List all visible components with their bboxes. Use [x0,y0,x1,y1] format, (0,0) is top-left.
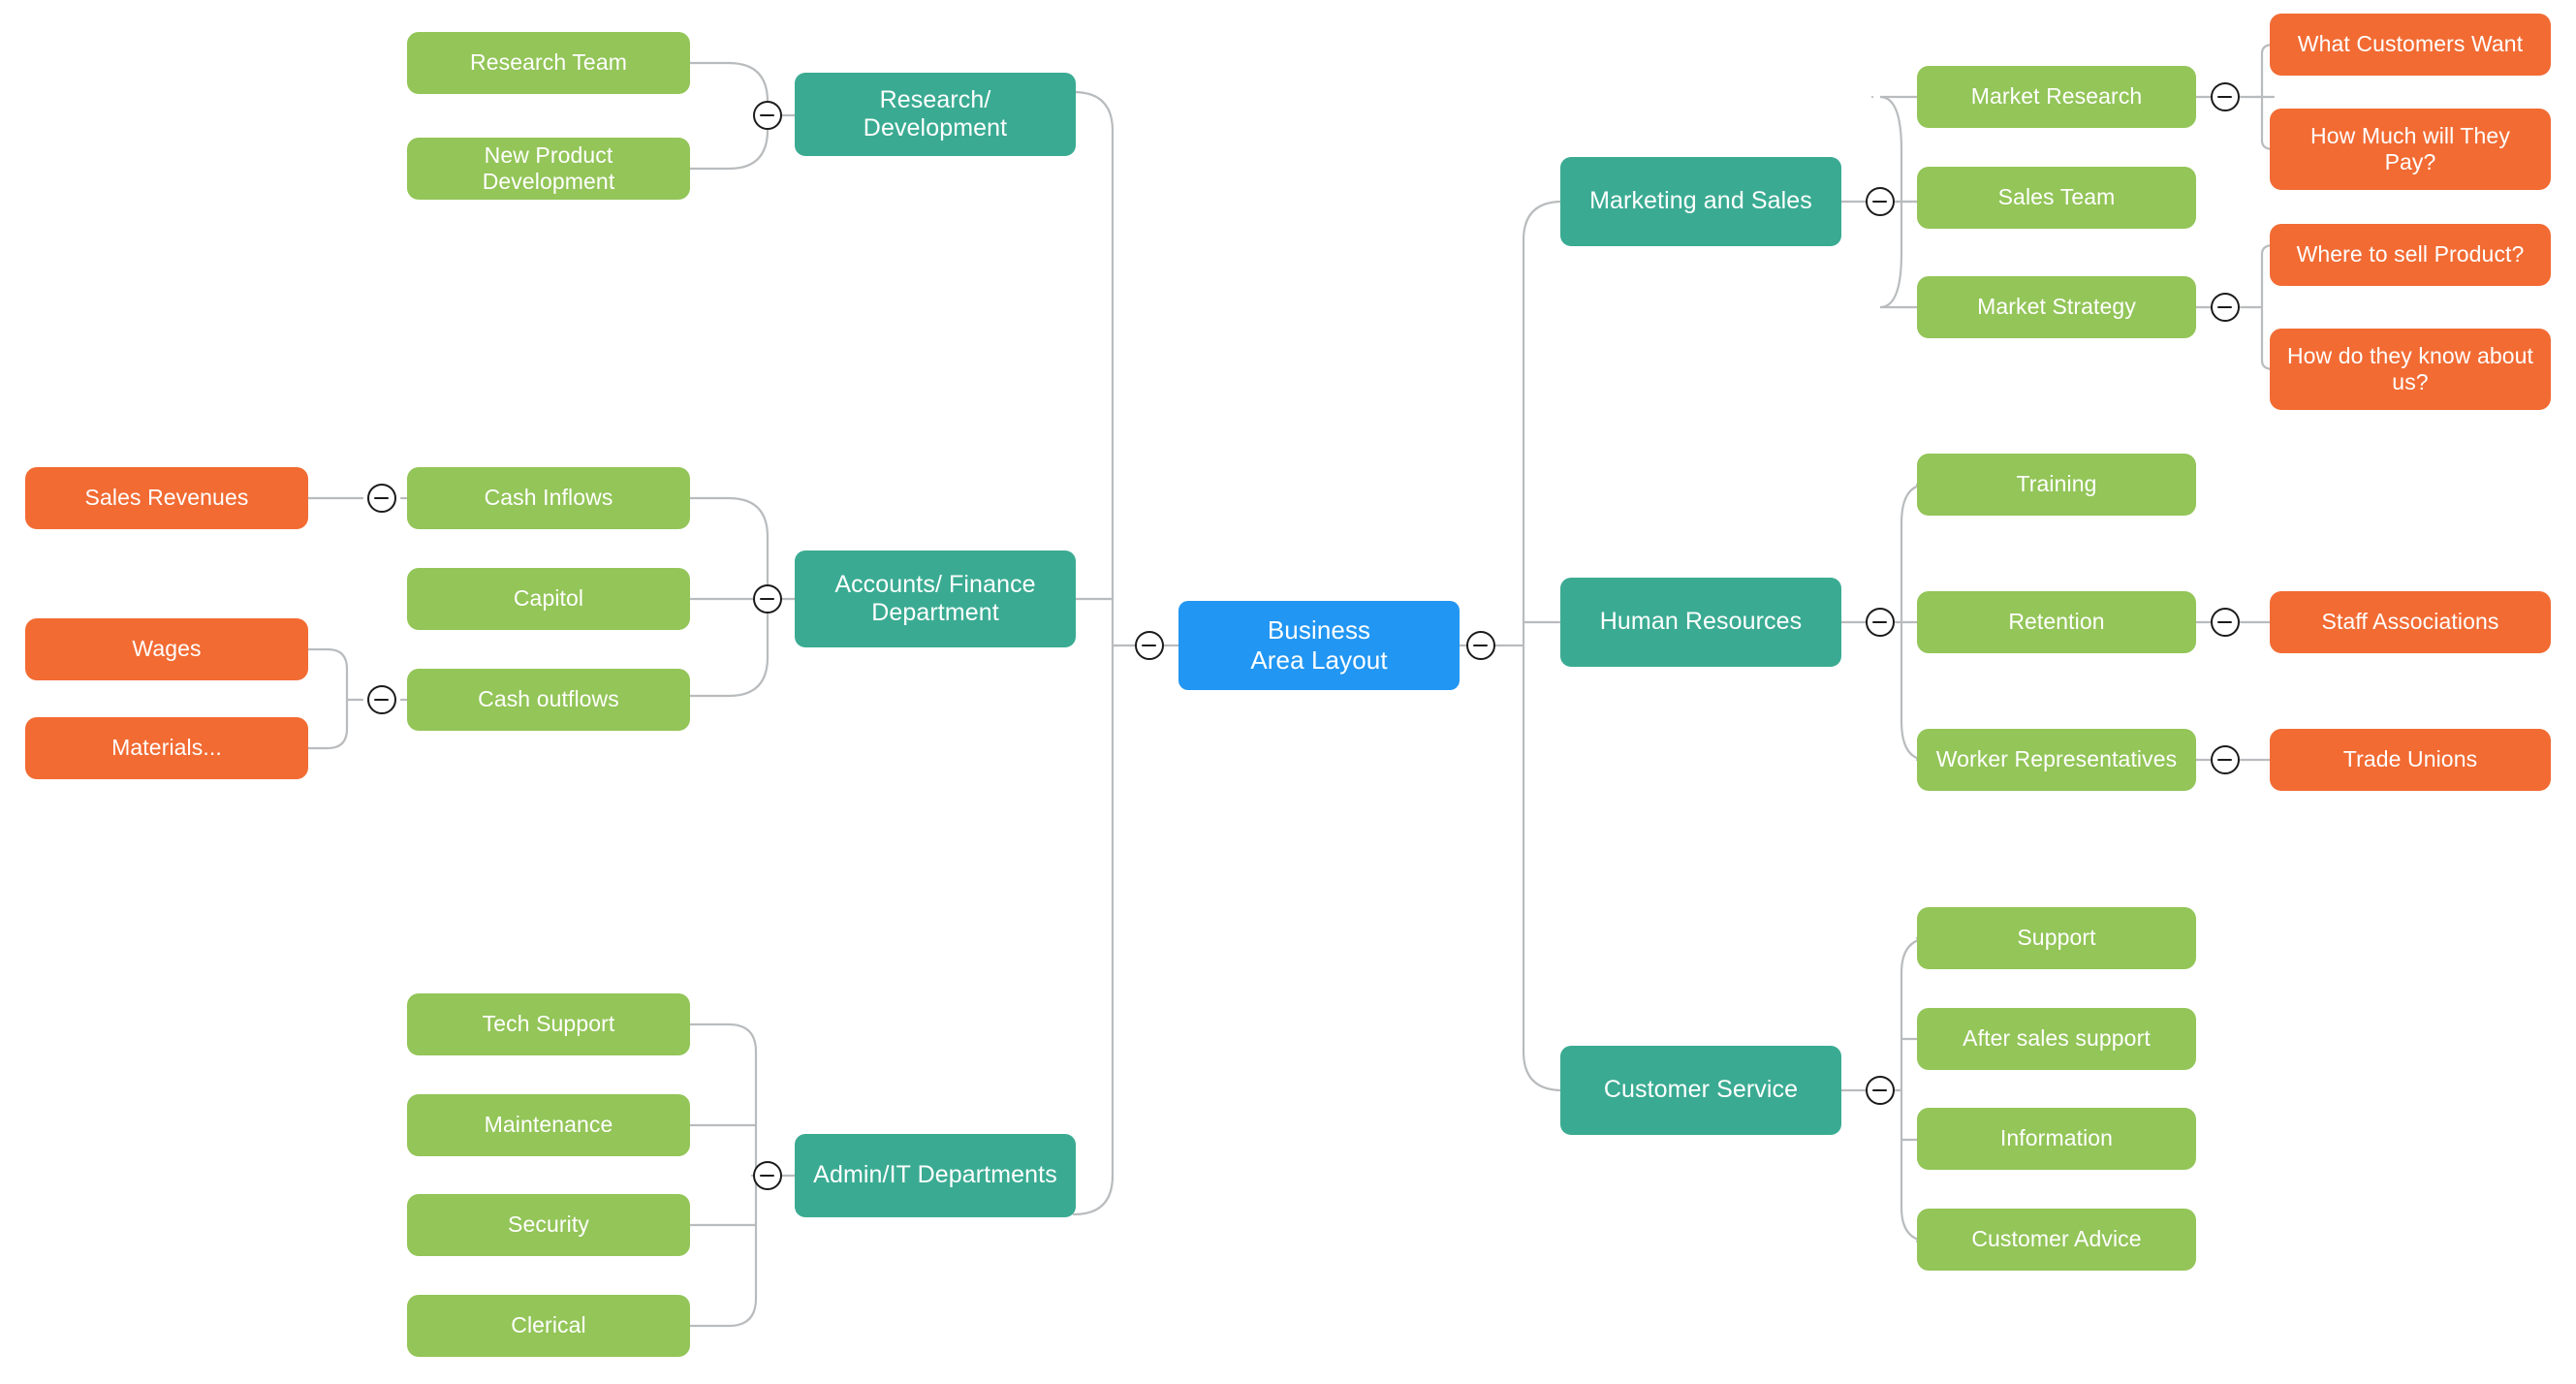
node-maintenance[interactable]: Maintenance [407,1094,690,1156]
node-label: What Customers Want [2297,31,2524,57]
collapse-toggle-cash-outflows[interactable] [367,685,396,714]
node-label-line1: How do they know about [2286,342,2534,368]
node-clerical[interactable]: Clerical [407,1295,690,1357]
node-label: Admin/IT Departments [813,1161,1057,1189]
node-label: Retention [2008,609,2105,635]
node-new-product-development[interactable]: New Product Development [407,138,690,200]
node-label-line2: Development [482,169,615,194]
collapse-toggle-worker-representatives[interactable] [2211,745,2240,774]
node-label: Sales Team [1997,184,2116,210]
node-accounts-finance[interactable]: Accounts/ Finance Department [795,550,1076,647]
node-label-line1: How Much will They [2310,122,2510,148]
node-research-development[interactable]: Research/ Development [795,73,1076,156]
collapse-toggle-human-resources[interactable] [1866,608,1895,637]
node-label: After sales support [1963,1025,2151,1052]
node-label: Worker Representatives [1935,746,2178,772]
node-label-line1: Business [1267,615,1371,645]
node-label: Market Research [1970,83,2143,110]
node-label: Capitol [513,585,584,612]
node-what-customers-want[interactable]: What Customers Want [2270,14,2551,76]
node-admin-it-departments[interactable]: Admin/IT Departments [795,1134,1076,1217]
node-label: Clerical [511,1312,586,1338]
node-human-resources[interactable]: Human Resources [1560,578,1841,667]
node-label: Cash outflows [478,686,619,712]
node-label: Cash Inflows [484,485,613,511]
node-sales-revenues[interactable]: Sales Revenues [25,467,308,529]
node-label: Customer Advice [1971,1226,2142,1252]
collapse-toggle-customer-service[interactable] [1866,1076,1895,1105]
node-wages[interactable]: Wages [25,618,308,680]
node-cash-inflows[interactable]: Cash Inflows [407,467,690,529]
node-security[interactable]: Security [407,1194,690,1256]
collapse-toggle-root-right[interactable] [1466,631,1495,660]
node-label: Market Strategy [1977,294,2136,320]
collapse-toggle-retention[interactable] [2211,608,2240,637]
node-label: Training [2016,471,2097,497]
node-label: Where to sell Product? [2296,241,2525,267]
node-label: Sales Revenues [84,485,249,511]
node-label: Support [2017,925,2096,951]
node-label: Wages [132,636,202,662]
node-sales-team[interactable]: Sales Team [1917,167,2196,229]
node-label: Materials... [111,735,222,761]
node-market-strategy[interactable]: Market Strategy [1917,276,2196,338]
node-after-sales-support[interactable]: After sales support [1917,1008,2196,1070]
node-label: Customer Service [1603,1076,1799,1104]
node-label-line2: Department [871,599,999,626]
collapse-toggle-cash-inflows[interactable] [367,484,396,513]
node-label: Research Team [470,49,627,76]
node-label: Staff Associations [2321,609,2499,635]
node-label: Research/ Development [863,85,1008,142]
collapse-toggle-admin-it[interactable] [753,1161,782,1190]
node-tech-support[interactable]: Tech Support [407,993,690,1055]
collapse-toggle-accounts-finance[interactable] [753,584,782,613]
node-label-line2: Area Layout [1250,645,1388,675]
node-how-do-they-know-about-us[interactable]: How do they know about us? [2270,329,2551,410]
node-label: Human Resources [1599,608,1803,636]
collapse-toggle-market-strategy[interactable] [2211,293,2240,322]
node-worker-representatives[interactable]: Worker Representatives [1917,729,2196,791]
node-cash-outflows[interactable]: Cash outflows [407,669,690,731]
collapse-toggle-research-development[interactable] [753,101,782,130]
node-materials[interactable]: Materials... [25,717,308,779]
node-label: Information [1999,1125,2114,1151]
node-capitol[interactable]: Capitol [407,568,690,630]
collapse-toggle-marketing-sales[interactable] [1866,187,1895,216]
node-training[interactable]: Training [1917,454,2196,516]
node-market-research[interactable]: Market Research [1917,66,2196,128]
node-label-line2: Pay? [2384,149,2436,174]
collapse-toggle-market-research[interactable] [2211,82,2240,111]
node-trade-unions[interactable]: Trade Unions [2270,729,2551,791]
node-how-much-will-they-pay[interactable]: How Much will They Pay? [2270,109,2551,190]
node-label-line2: us? [2392,369,2429,394]
node-research-team[interactable]: Research Team [407,32,690,94]
node-customer-advice[interactable]: Customer Advice [1917,1209,2196,1271]
node-label: Trade Unions [2342,746,2478,772]
node-support[interactable]: Support [1917,907,2196,969]
collapse-toggle-root-left[interactable] [1135,631,1164,660]
node-label: Marketing and Sales [1589,187,1812,215]
node-label: Tech Support [482,1011,615,1037]
node-root-business-area-layout[interactable]: Business Area Layout [1178,601,1460,690]
node-label: Maintenance [484,1112,613,1138]
node-label: Security [508,1211,589,1238]
node-where-to-sell-product[interactable]: Where to sell Product? [2270,224,2551,286]
node-label-line1: Accounts/ Finance [834,570,1036,598]
node-information[interactable]: Information [1917,1108,2196,1170]
node-customer-service[interactable]: Customer Service [1560,1046,1841,1135]
node-staff-associations[interactable]: Staff Associations [2270,591,2551,653]
node-retention[interactable]: Retention [1917,591,2196,653]
node-label-line1: New Product [484,142,613,168]
node-marketing-and-sales[interactable]: Marketing and Sales [1560,157,1841,246]
